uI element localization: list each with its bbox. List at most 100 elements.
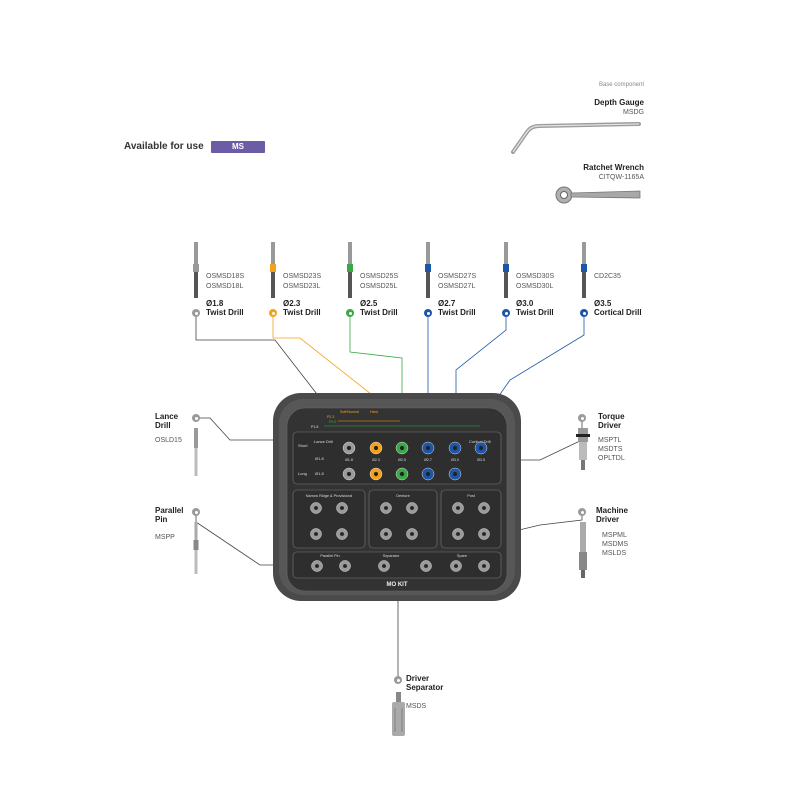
kit-middle-sections [292, 489, 502, 549]
kit-hole-0-4-center [425, 445, 431, 451]
kit-label-p3: P2.5 [329, 420, 336, 424]
drill-name-1: Twist Drill [283, 308, 321, 317]
kit-row-size-long: Ø1.8 [315, 471, 324, 476]
kit-hole-size-2: Ø2.5 [398, 458, 406, 462]
kit-hole-1-5-center [452, 471, 458, 477]
drill-code-4-1: OSMSD30L [516, 283, 554, 290]
ratchet-wrench-name: Ratchet Wrench [583, 163, 644, 172]
base-component-label: Base component [598, 82, 644, 88]
drill-marker-5 [580, 309, 588, 317]
drill-size-4: Ø3.0 [516, 299, 534, 308]
drill-size-1: Ø2.3 [283, 299, 301, 308]
drill-code-0-1: OSMSD18L [206, 283, 244, 290]
depth-gauge-image [511, 122, 641, 154]
bottom-hole-4-center [454, 564, 458, 568]
ratchet-wrench-code: CITQW-1165A [598, 174, 644, 181]
parallel-pin-name-2: Pin [155, 515, 168, 524]
drill-name-2: Twist Drill [360, 308, 398, 317]
drill-marker-0 [192, 309, 200, 317]
machine-driver-name-2: Driver [596, 515, 620, 524]
lance-drill-marker [192, 414, 200, 422]
kit-hole-size-0: Ø1.8 [345, 458, 353, 462]
mid-hole-2-0-a-center [456, 506, 460, 510]
torque-driver-name-2: Driver [598, 421, 622, 430]
hole-grid [342, 441, 488, 481]
section-spare: Spare [457, 554, 467, 558]
drill-code-2-0: OSMSD25S [360, 273, 399, 280]
mid-hole-1-1-b-center [410, 532, 414, 536]
drill-code-3-1: OSMSD27L [438, 283, 476, 290]
mid-hole-0-1-a-center [340, 506, 344, 510]
drill-name-3: Twist Drill [438, 308, 476, 317]
torque-driver-code-1: MSPTL [598, 437, 622, 444]
kit-label-p2: P2.3 [327, 415, 334, 419]
section-parallel-pin: Parallel Pin [320, 554, 339, 558]
drill-image-5 [581, 242, 587, 298]
torque-driver-code-3: OPLTDL [598, 455, 625, 462]
kit-hole-1-3-center [399, 471, 405, 477]
driver-separator-name-1: Driver [406, 674, 430, 683]
drill-size-2: Ø2.5 [360, 299, 378, 308]
driver-separator-marker [394, 676, 402, 684]
kit-hole-size-1: Ø2.3 [372, 458, 380, 462]
lance-drill-name-1: Lance [155, 412, 179, 421]
drill-image-1 [270, 242, 276, 298]
lance-drill-image [194, 428, 198, 476]
drill-marker-3 [424, 309, 432, 317]
drill-size-5: Ø3.5 [594, 299, 612, 308]
drill-code-1-0: OSMSD23S [283, 273, 322, 280]
driver-separator-code: MSDS [406, 703, 427, 710]
bottom-hole-2-center [382, 564, 386, 568]
kit-hole-0-3-center [399, 445, 405, 451]
drill-image-2 [347, 242, 353, 298]
machine-driver-name-1: Machine [596, 506, 629, 515]
kit-hole-size-4: Ø3.0 [451, 458, 459, 462]
parallel-pin-image [193, 522, 199, 574]
kit-hole-0-2-center [373, 445, 379, 451]
drill-image-0 [193, 242, 199, 298]
ratchet-wrench-image [555, 186, 641, 204]
bottom-hole-3-center [424, 564, 428, 568]
kit-hole-size-5: Ø3.5 [477, 458, 485, 462]
section-separator: Separator [383, 554, 400, 558]
bottom-holes [311, 560, 490, 572]
drill-size-0: Ø1.8 [206, 299, 224, 308]
lance-drill-name-2: Drill [155, 421, 171, 430]
parallel-pin-name-1: Parallel [155, 506, 184, 515]
kit-hole-size-3: Ø2.7 [424, 458, 432, 462]
available-label: Available for use [124, 141, 204, 152]
mid-hole-1-0-b-center [384, 532, 388, 536]
drill-code-5-0: CD2C35 [594, 273, 621, 280]
torque-driver-code-2: MSDTS [598, 446, 623, 453]
middle-holes [310, 502, 490, 540]
drill-size-3: Ø2.7 [438, 299, 456, 308]
mid-hole-0-0-a-center [314, 506, 318, 510]
lance-drill-code: OSLD15 [155, 437, 182, 444]
drill-marker-1 [269, 309, 277, 317]
kit-hole-1-4-center [425, 471, 431, 477]
kit-hole-0-1-center [346, 445, 352, 451]
kit-label-cortical: Cortical Drill [469, 439, 491, 444]
kit-label-soft: Soft/Normal [340, 410, 359, 414]
hole-size-labels: Ø1.8 Ø2.3 Ø2.5 Ø2.7 Ø3.0 Ø3.5 [345, 458, 485, 462]
drill-image-3 [425, 242, 431, 298]
kit-hole-0-6-center [478, 445, 484, 451]
kit-hole-0-5-center [452, 445, 458, 451]
bottom-hole-0-center [315, 564, 319, 568]
drill-code-0-0: OSMSD18S [206, 273, 245, 280]
mid-hole-2-1-a-center [482, 506, 486, 510]
drill-image-4 [503, 242, 509, 298]
parallel-pin-marker [192, 508, 200, 516]
torque-driver-image [576, 428, 590, 470]
drill-code-2-1: OSMSD25L [360, 283, 398, 290]
kit-logo: MO KIT [387, 582, 408, 588]
mid-hole-1-0-a-center [384, 506, 388, 510]
drill-name-5: Cortical Drill [594, 308, 642, 317]
machine-driver-marker [578, 508, 586, 516]
driver-separator-image [392, 692, 405, 736]
kit-label-p1: P1.8 [311, 425, 318, 429]
section-denture: Denture [396, 494, 410, 498]
mid-hole-0-1-b-center [340, 532, 344, 536]
depth-gauge-code: MSDG [623, 109, 644, 116]
